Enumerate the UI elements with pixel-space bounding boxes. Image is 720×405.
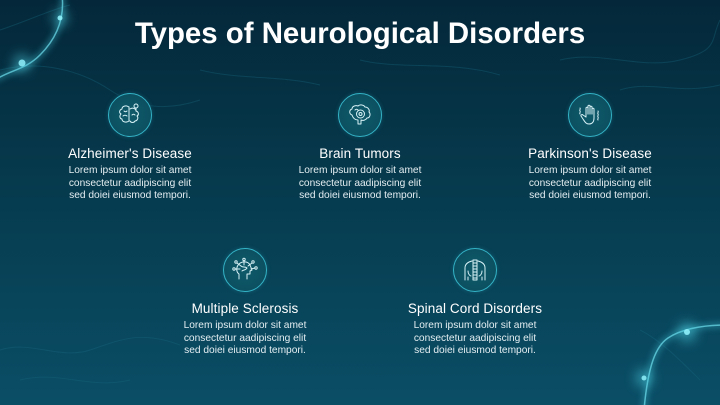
disorder-card-parkinsons: Parkinson's Disease Lorem ipsum dolor si… bbox=[500, 93, 680, 203]
description-line: Lorem ipsum dolor sit amet bbox=[298, 165, 422, 176]
disorder-card-brain-tumors: Brain Tumors Lorem ipsum dolor sit amet … bbox=[270, 93, 450, 203]
spine-torso-icon bbox=[464, 259, 486, 281]
icon-badge bbox=[568, 93, 612, 137]
disorder-description: Lorem ipsum dolor sit amet consectetur a… bbox=[40, 165, 220, 203]
description-line: Lorem ipsum dolor sit amet bbox=[183, 320, 307, 331]
disorder-title: Multiple Sclerosis bbox=[191, 301, 299, 316]
disorder-title: Alzheimer's Disease bbox=[68, 146, 192, 161]
disorder-description: Lorem ipsum dolor sit amet consectetur a… bbox=[270, 165, 450, 203]
description-line: sed doiei eiusmod tempori. bbox=[414, 345, 536, 356]
shaking-hand-icon bbox=[579, 104, 599, 125]
icon-badge bbox=[108, 93, 152, 137]
brain-lightbulb-icon bbox=[119, 103, 139, 123]
disorder-card-alzheimers: Alzheimer's Disease Lorem ipsum dolor si… bbox=[40, 93, 220, 203]
description-line: Lorem ipsum dolor sit amet bbox=[68, 165, 192, 176]
description-line: sed doiei eiusmod tempori. bbox=[184, 345, 306, 356]
icon-badge bbox=[453, 248, 497, 292]
description-line: sed doiei eiusmod tempori. bbox=[529, 190, 651, 201]
description-line: consectetur aadipiscing elit bbox=[528, 177, 652, 189]
description-line: sed doiei eiusmod tempori. bbox=[69, 190, 191, 201]
description-line: consectetur aadipiscing elit bbox=[68, 177, 192, 189]
description-line: sed doiei eiusmod tempori. bbox=[299, 190, 421, 201]
description-line: Lorem ipsum dolor sit amet bbox=[413, 320, 537, 331]
disorder-card-spinal-cord: Spinal Cord Disorders Lorem ipsum dolor … bbox=[385, 248, 565, 358]
disorder-title: Parkinson's Disease bbox=[528, 146, 652, 161]
disorder-title: Brain Tumors bbox=[319, 146, 401, 161]
disorder-description: Lorem ipsum dolor sit amet consectetur a… bbox=[385, 320, 565, 358]
disorder-description: Lorem ipsum dolor sit amet consectetur a… bbox=[155, 320, 335, 358]
disorder-card-multiple-sclerosis: Multiple Sclerosis Lorem ipsum dolor sit… bbox=[155, 248, 335, 358]
description-line: consectetur aadipiscing elit bbox=[298, 177, 422, 189]
description-line: Lorem ipsum dolor sit amet bbox=[528, 165, 652, 176]
description-line: consectetur aadipiscing elit bbox=[183, 332, 307, 344]
disorder-description: Lorem ipsum dolor sit amet consectetur a… bbox=[500, 165, 680, 203]
icon-badge bbox=[223, 248, 267, 292]
slide-title: Types of Neurological Disorders bbox=[134, 17, 586, 50]
brain-tumor-icon bbox=[349, 104, 371, 125]
description-line: consectetur aadipiscing elit bbox=[413, 332, 537, 344]
icon-badge bbox=[338, 93, 382, 137]
head-neural-network-icon bbox=[232, 257, 258, 280]
disorder-title: Spinal Cord Disorders bbox=[407, 301, 543, 316]
